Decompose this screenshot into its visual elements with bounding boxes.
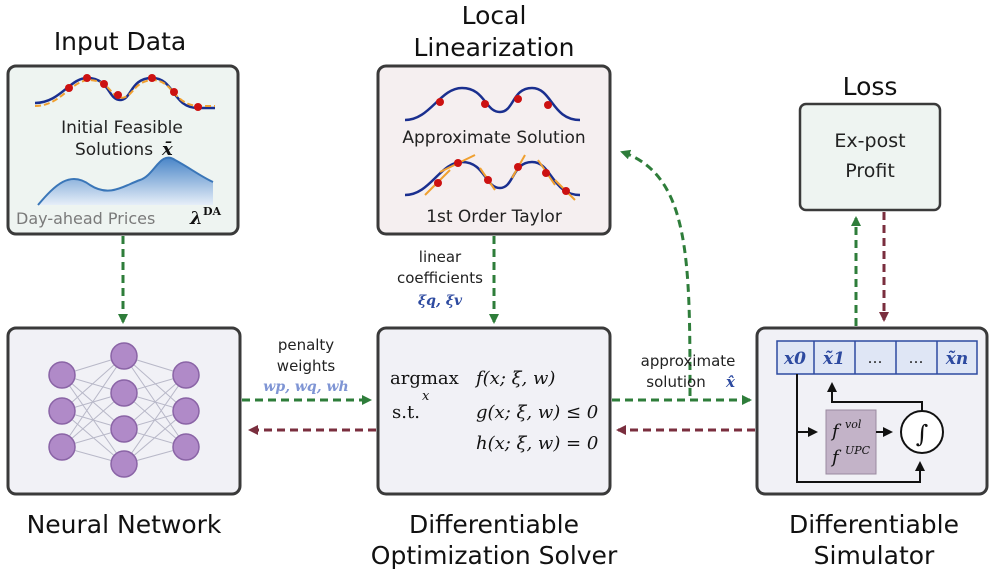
local-linearization-box bbox=[376, 64, 612, 236]
sim-fupc-sup: UPC bbox=[845, 444, 871, 457]
title-solver-line1: Differentiable bbox=[409, 510, 579, 539]
sim-cell-ellipsis-2: … bbox=[909, 349, 924, 367]
input-xbar: x̄ bbox=[161, 139, 173, 160]
input-dots bbox=[65, 74, 202, 111]
title-local-line1: Local bbox=[462, 1, 527, 30]
label-solution: solution bbox=[646, 373, 705, 391]
nn-nodes bbox=[48, 342, 200, 478]
sim-flow-arrows bbox=[796, 374, 925, 483]
label-approximate: approximate bbox=[641, 352, 736, 370]
title-input-data: Input Data bbox=[54, 27, 186, 56]
sim-cell-xn: x̃n bbox=[945, 349, 969, 369]
approx-curve bbox=[404, 86, 581, 122]
label-coefficients: coefficients bbox=[397, 269, 483, 287]
sim-f-block bbox=[825, 409, 877, 475]
sim-cell-x1: x̃1 bbox=[822, 349, 845, 369]
input-feasible-label: Initial Feasible bbox=[61, 118, 183, 138]
label-xhat: x̂ bbox=[725, 373, 736, 391]
label-linear: linear bbox=[419, 248, 462, 266]
solver-argmax-sub: x bbox=[422, 389, 430, 404]
approx-solution-label: Approximate Solution bbox=[402, 128, 585, 148]
solver-st: s.t. bbox=[392, 402, 420, 423]
label-penalty: penalty bbox=[278, 336, 334, 354]
label-w: wp, wq, wh bbox=[263, 379, 348, 395]
loss-box bbox=[798, 102, 942, 212]
label-weights: weights bbox=[277, 357, 336, 375]
solver-h-constraint: h(x; ξ, w) = 0 bbox=[476, 433, 598, 454]
input-solutions-label: Solutions bbox=[75, 140, 153, 160]
input-prices-label: Day-ahead Prices bbox=[16, 209, 155, 228]
price-area bbox=[38, 157, 213, 205]
solver-g-constraint: g(x; ξ, w) ≤ 0 bbox=[476, 402, 598, 423]
title-sim-line1: Differentiable bbox=[789, 510, 959, 539]
price-curve bbox=[37, 156, 214, 206]
loss-line1: Ex-post bbox=[834, 130, 905, 152]
taylor-label: 1st Order Taylor bbox=[426, 207, 562, 227]
label-xi: ξq, ξv bbox=[418, 293, 463, 309]
title-neural-network: Neural Network bbox=[27, 510, 222, 539]
taylor-dots bbox=[434, 159, 570, 195]
solver-box bbox=[376, 326, 612, 496]
solver-objective: f(x; ξ, w) bbox=[474, 368, 555, 389]
sim-cell-ellipsis-1: … bbox=[868, 349, 883, 367]
sim-cells bbox=[776, 340, 978, 375]
solver-argmax: argmax bbox=[390, 368, 459, 389]
title-sim-line2: Simulator bbox=[814, 541, 935, 570]
sim-cell-x0: x0 bbox=[783, 349, 806, 369]
input-lambda-sup: DA bbox=[203, 205, 222, 218]
sim-fvol-sup: vol bbox=[845, 418, 862, 431]
loss-line2: Profit bbox=[845, 160, 895, 182]
title-loss: Loss bbox=[843, 72, 898, 101]
sim-integral: ∫ bbox=[916, 420, 929, 448]
approx-dots bbox=[436, 95, 552, 109]
title-local-line2: Linearization bbox=[414, 33, 575, 62]
title-solver-line2: Optimization Solver bbox=[371, 541, 618, 570]
input-lambda: λ bbox=[189, 208, 203, 229]
